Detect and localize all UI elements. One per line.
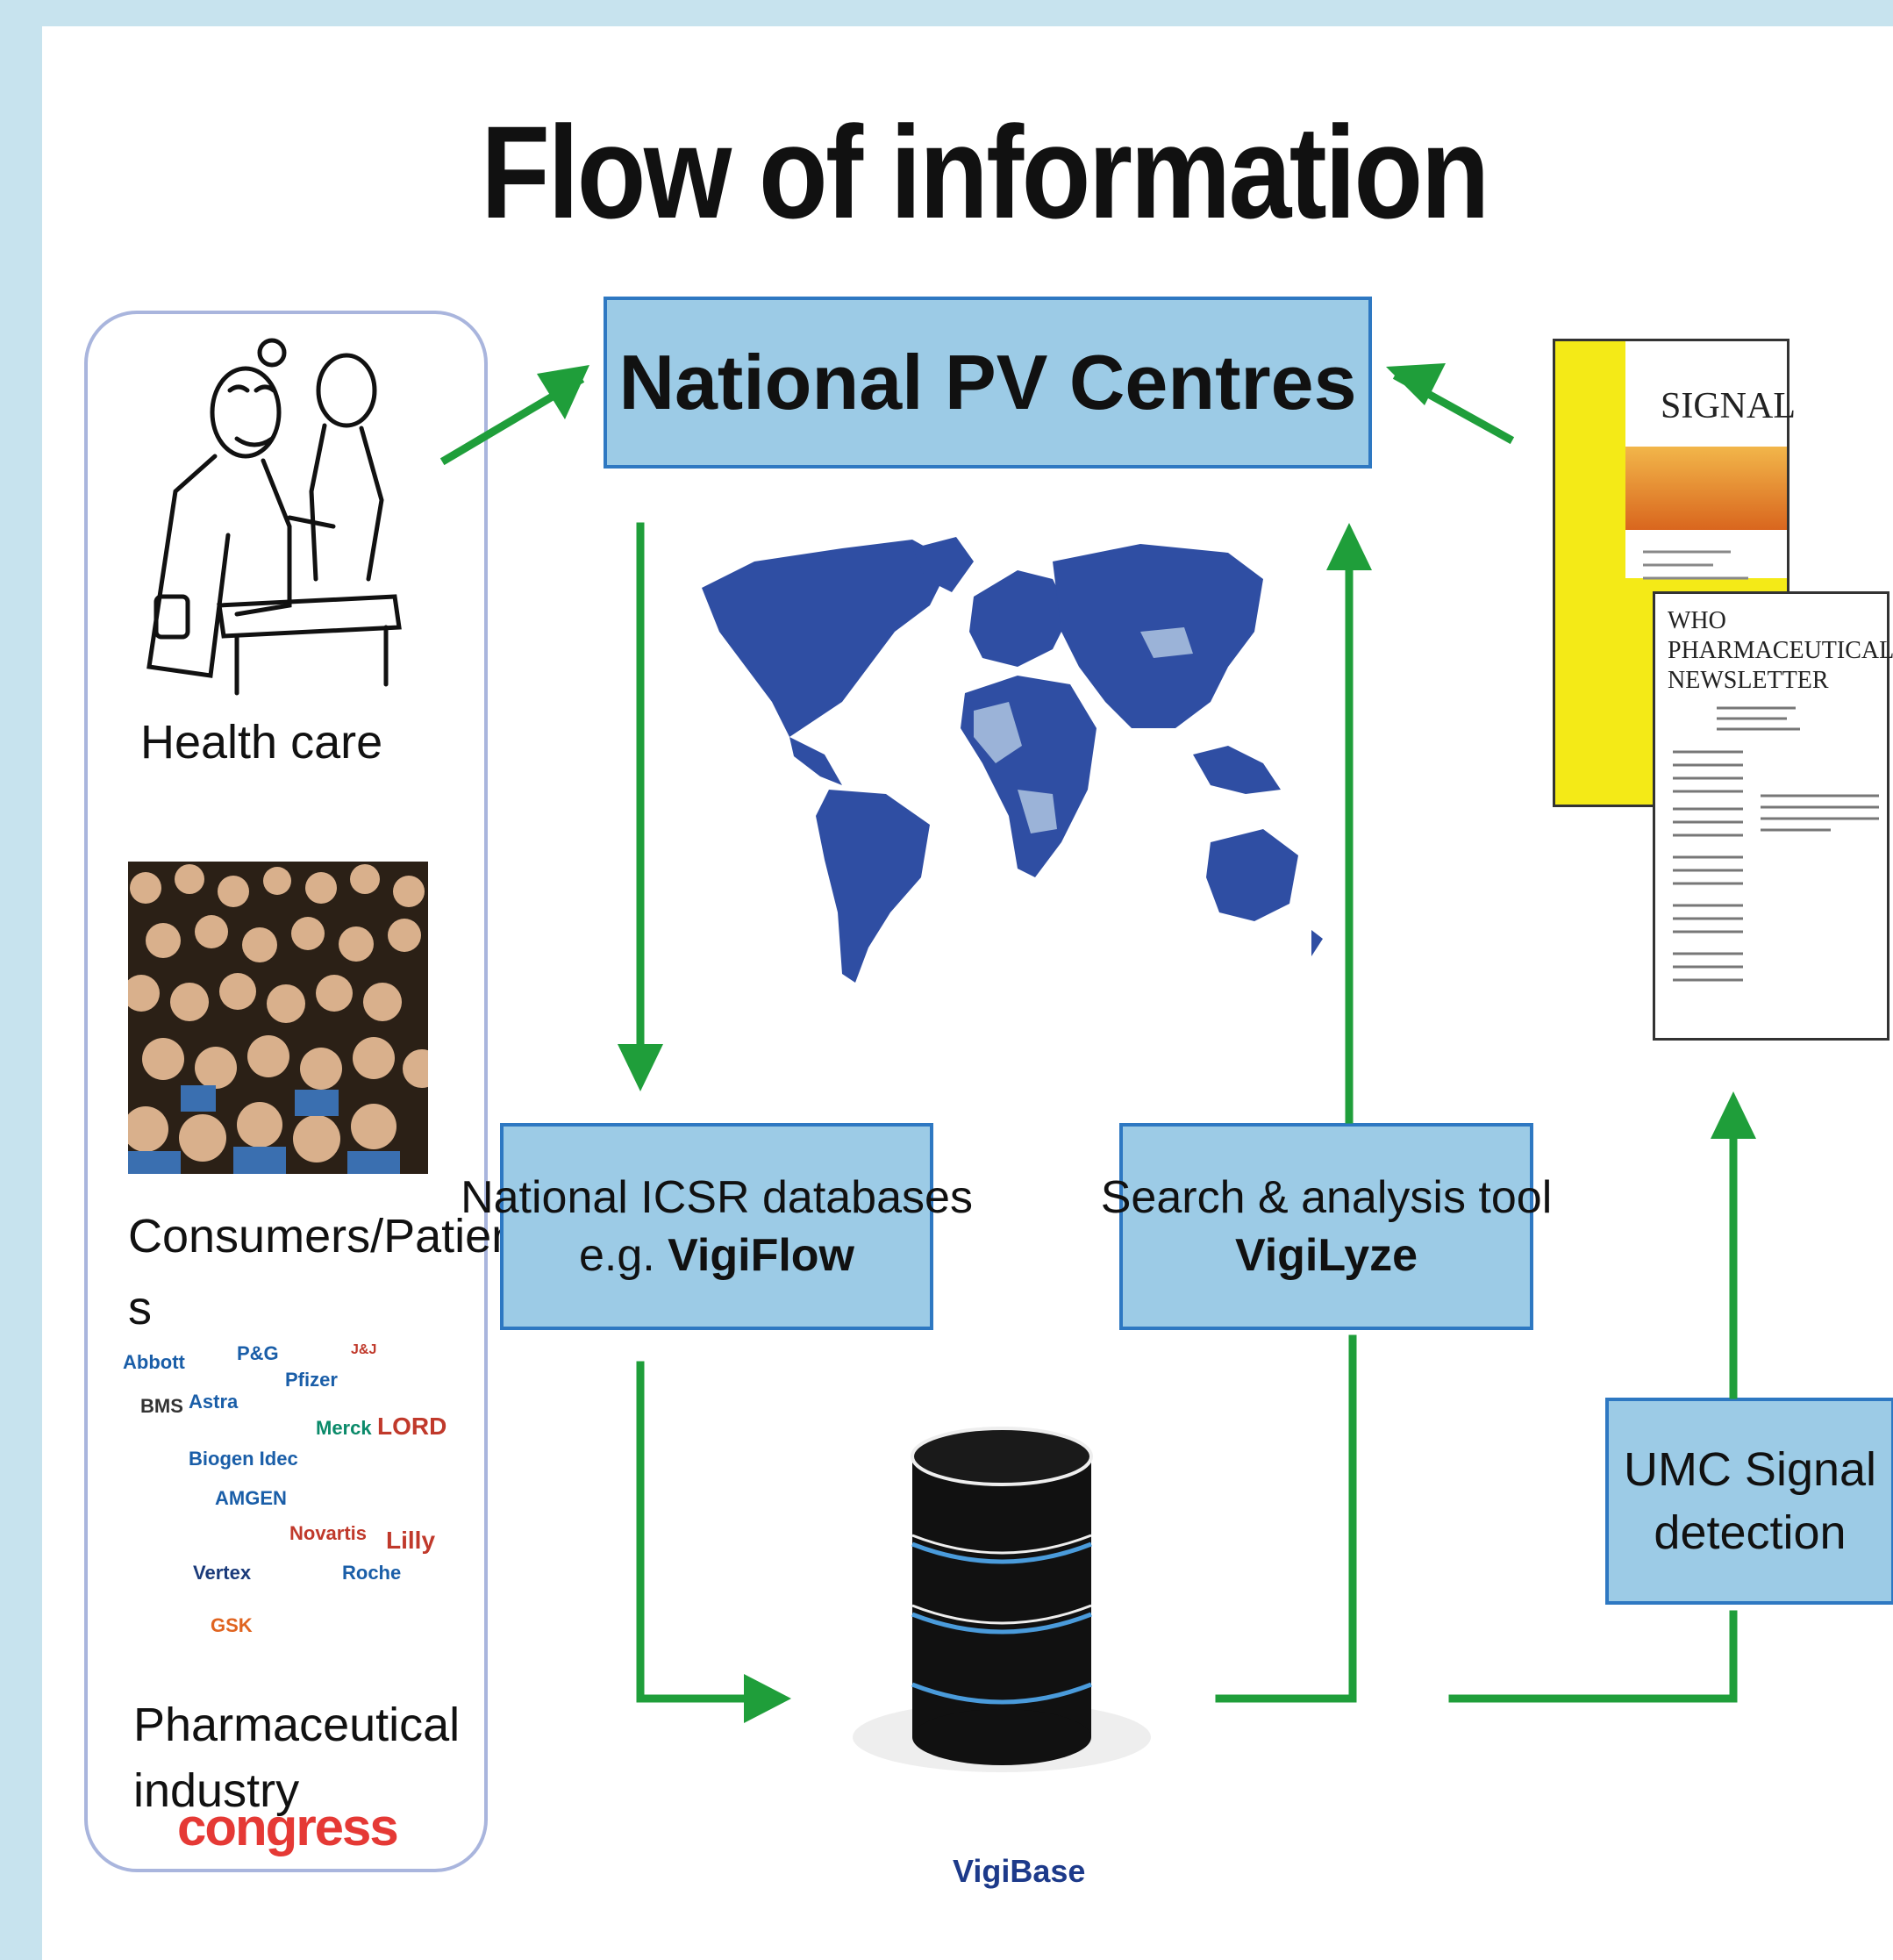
map-asia-light <box>1140 627 1193 658</box>
search-line1: Search & analysis tool <box>1100 1172 1553 1223</box>
map-greenland <box>912 537 974 592</box>
company-logo: Astra <box>189 1391 239 1413</box>
national-pv-centres-box: National PV Centres <box>604 297 1372 469</box>
map-australia <box>1206 829 1298 921</box>
map-south-america <box>816 790 930 983</box>
arrowhead-pv-to-icsr <box>618 1044 663 1091</box>
vigilyze-label: VigiLyze <box>1234 1230 1418 1281</box>
arrow-heads <box>537 363 1756 1723</box>
map-new-zealand <box>1311 930 1323 956</box>
who-title-line2: PHARMACEUTICALS <box>1668 637 1893 664</box>
crowd-photo <box>128 862 428 1174</box>
arrowhead-publications-to-pv <box>1386 363 1446 405</box>
company-logo: P&G <box>237 1342 279 1364</box>
company-logo: LORD <box>377 1413 447 1440</box>
arrow-icsr-to-vigibase <box>636 1361 780 1703</box>
national-icsr-databases-box: National ICSR databases e.g. VigiFlow <box>461 1123 973 1330</box>
vigibase-database-icon <box>853 1427 1151 1772</box>
who-text-lines <box>1673 706 1879 982</box>
icsr-line1: National ICSR databases <box>461 1172 973 1223</box>
signal-text-lines <box>1643 550 1748 580</box>
company-logo: Novartis <box>289 1522 368 1544</box>
arrow-vigibase-to-search <box>1215 1334 1357 1703</box>
arrowhead-search-to-pv <box>1326 523 1372 570</box>
signal-title: SIGNAL <box>1661 386 1796 426</box>
who-title-line1: WHO <box>1668 607 1726 634</box>
map-north-america <box>702 540 952 737</box>
company-logo: Vertex <box>193 1562 252 1584</box>
arrow-vigibase-to-umc <box>1448 1610 1738 1703</box>
who-newsletter-publication: WHO PHARMACEUTICALS NEWSLETTER <box>1653 591 1893 1041</box>
map-se-asia <box>1193 746 1281 794</box>
company-logo: Biogen Idec <box>189 1448 298 1470</box>
national-pv-centres-label: National PV Centres <box>618 339 1357 426</box>
company-logos: Abbott P&G Pfizer BMS Astra Merck LORD B… <box>123 1342 446 1667</box>
map-central-america <box>789 737 842 785</box>
company-logo: GSK <box>211 1614 253 1636</box>
arrowhead-icsr-to-vigibase <box>744 1674 791 1723</box>
world-map <box>702 537 1323 983</box>
company-logo: Abbott <box>123 1351 185 1373</box>
who-newsletter-title: WHO PHARMACEUTICALS NEWSLETTER <box>1668 606 1893 696</box>
map-africa-light <box>974 702 1022 763</box>
icsr-line2-prefix: e.g. <box>578 1230 668 1281</box>
vigibase-label: VigiBase <box>953 1853 1086 1889</box>
background-band-top <box>0 0 1893 26</box>
umc-line2: detection <box>1654 1506 1847 1559</box>
company-logo: J&J <box>351 1342 377 1357</box>
company-logo: BMS <box>140 1395 183 1417</box>
umc-signal-detection-box: UMC Signal detection <box>1605 1398 1893 1605</box>
who-title-line3: NEWSLETTER <box>1668 667 1829 694</box>
pharma-label-line1: Pharmaceutical <box>133 1699 461 1751</box>
company-logo: Lilly <box>386 1527 436 1554</box>
crowd-faces <box>128 864 428 1174</box>
arrowhead-umc-to-publications <box>1711 1091 1756 1139</box>
company-logo: Merck <box>316 1417 372 1439</box>
map-europe <box>969 570 1070 667</box>
background-band-left <box>0 0 42 1960</box>
congress-watermark: congress <box>177 1798 399 1856</box>
pharma-label-line2: industry <box>133 1764 300 1817</box>
company-logo: AMGEN <box>215 1487 287 1509</box>
search-analysis-tool-box: Search & analysis tool VigiLyze <box>1101 1123 1552 1330</box>
arrowhead-sources-to-pv <box>537 365 589 419</box>
map-africa <box>961 676 1097 877</box>
umc-line1: UMC Signal <box>1623 1443 1877 1496</box>
icsr-line2: e.g. VigiFlow <box>579 1227 854 1284</box>
signal-cover-image <box>1625 447 1787 530</box>
consumers-label-line2: s <box>128 1282 152 1334</box>
vigiflow-label: VigiFlow <box>668 1230 854 1281</box>
health-care-label: Health care <box>140 716 383 769</box>
company-logo: Roche <box>342 1562 402 1584</box>
map-africa-light-2 <box>1018 790 1057 833</box>
company-logo: Pfizer <box>285 1369 338 1391</box>
consumers-label-line1: Consumers/Patient <box>128 1210 532 1263</box>
page-title: Flow of information <box>481 98 1489 246</box>
